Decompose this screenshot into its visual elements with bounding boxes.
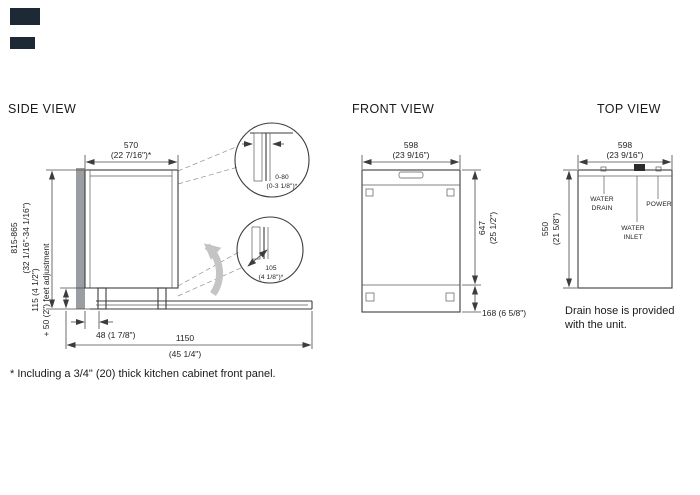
front-view-drawing: 598 (23 9/16") 647 (25 1/2") 168 (6 5/8"… xyxy=(361,140,526,318)
unit-top-body xyxy=(577,164,673,289)
water-drain-label-2: DRAIN xyxy=(591,205,612,212)
unit-front-body xyxy=(361,169,461,313)
front-base-dimension xyxy=(462,285,481,313)
side-view-drawing: 570 (22 7/16")* 815-865 (32 1/16"-34 1/1… xyxy=(9,122,313,359)
feet-height-mm: 115 (4 1/2") xyxy=(30,268,40,312)
side-depth-in: (22 7/16")* xyxy=(111,150,152,160)
brand-logos xyxy=(10,8,40,49)
top-depth-in: (21 5/8") xyxy=(551,213,561,245)
power-label: POWER xyxy=(646,201,672,208)
detail-bottom-in: (4 1/8")* xyxy=(259,274,284,281)
detail-leader-lines xyxy=(177,146,244,297)
front-width-mm: 598 xyxy=(404,140,418,150)
front-height-mm: 647 xyxy=(477,221,487,235)
side-depth-dimension xyxy=(84,155,179,169)
front-height-dimension xyxy=(462,169,481,286)
front-base-label: 168 (6 5/8") xyxy=(482,308,526,318)
door-swing-arrow-icon xyxy=(203,243,223,297)
drain-hose-note-1: Drain hose is provided xyxy=(565,305,674,317)
wall-section xyxy=(76,168,85,309)
inlet-connector xyxy=(655,166,662,172)
side-view-title: SIDE VIEW xyxy=(8,102,76,116)
side-height-in: (32 1/16"-34 1/16") xyxy=(21,202,31,273)
door-thickness-label: 48 (1 7/8") xyxy=(96,330,136,340)
front-height-in: (25 1/2") xyxy=(488,212,498,244)
top-width-mm: 598 xyxy=(618,140,632,150)
detail-top-gap-mm: 0-80 xyxy=(275,174,289,181)
side-height-dimension xyxy=(46,169,90,310)
detail-door-top-circle: 0-80 (0-3 1/8")* xyxy=(234,122,310,198)
top-width-in: (23 9/16") xyxy=(606,150,643,160)
detail-bottom-mm: 105 xyxy=(265,265,277,272)
open-door-slab xyxy=(90,300,313,310)
water-inlet-label-1: WATER xyxy=(621,225,645,232)
front-foot xyxy=(97,287,107,310)
open-depth-in: (45 1/4") xyxy=(169,349,201,359)
top-view-title: TOP VIEW xyxy=(597,102,661,116)
rear-foot xyxy=(157,287,167,310)
door-thickness-dimension xyxy=(71,311,113,329)
top-width-dimension xyxy=(577,155,673,169)
unit-side-body xyxy=(84,169,179,310)
water-inlet-label-2: INLET xyxy=(623,234,642,241)
front-width-in: (23 9/16") xyxy=(392,150,429,160)
front-view-title: FRONT VIEW xyxy=(352,102,434,116)
detail-top-gap-in: (0-3 1/8")* xyxy=(267,183,298,190)
open-depth-mm: 1150 xyxy=(176,333,195,343)
top-depth-mm: 550 xyxy=(540,222,550,236)
drain-hose-note-2: with the unit. xyxy=(564,319,627,331)
top-view-drawing: 598 (23 9/16") WATER DRAIN POWER WATER I… xyxy=(540,140,674,331)
feet-adjustment-dimension xyxy=(60,287,96,309)
front-width-dimension xyxy=(361,155,461,169)
water-drain-label-1: WATER xyxy=(590,196,614,203)
detail-door-bottom-circle: 105 (4 1/8")* xyxy=(236,216,304,284)
panel-footnote: * Including a 3/4" (20) thick kitchen ca… xyxy=(10,368,276,380)
side-height-mm: 815-865 xyxy=(9,222,19,253)
drain-connector xyxy=(600,166,607,172)
top-depth-dimension xyxy=(563,169,577,289)
power-cord-connector xyxy=(634,164,645,171)
open-depth-dimension xyxy=(65,311,313,349)
door-handle xyxy=(398,171,424,179)
brand-logo-icon xyxy=(10,8,40,25)
side-depth-mm: 570 xyxy=(124,140,138,150)
feet-adjust-note: + 50 (2") feet adjustment xyxy=(41,243,51,337)
brand-logo-small-icon xyxy=(10,37,35,49)
